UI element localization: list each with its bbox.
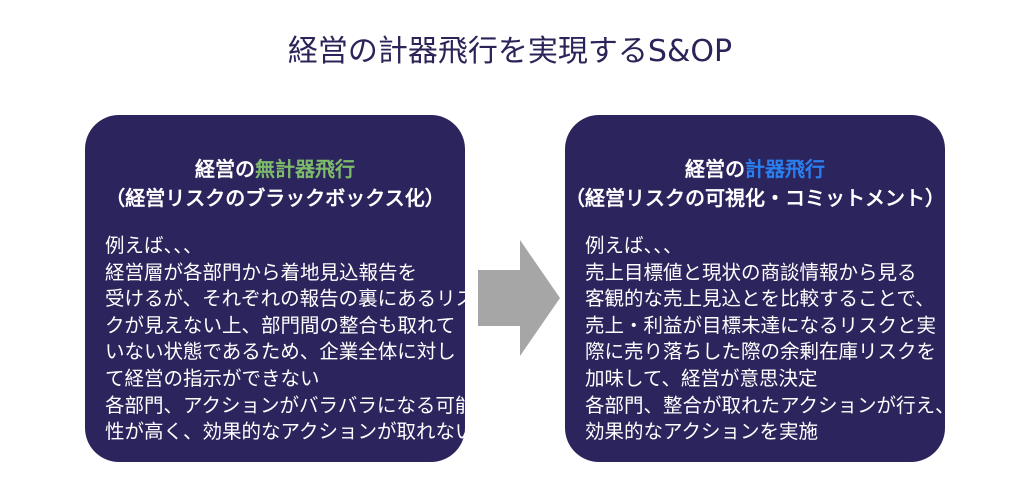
body-line: 際に売り落ちした際の余剰在庫リスクを [585,340,937,364]
heading-highlight: 計器飛行 [745,157,825,181]
body-line: 例えば、、、 [585,234,683,257]
instrument-flight-box: 経営の計器飛行 （経営リスクの可視化・コミットメント） 例えば、、、 売上目標値… [565,115,955,462]
body-line: 経営層が各部門から着地見込報告を [105,260,418,284]
body-line: 売上・利益が目標未達になるリスクと実 [585,313,937,337]
body-line: いない状態であるため、企業全体に対し [105,340,456,364]
body-line: て経営の指示ができない [105,366,320,390]
box-body: 例えば、、、 売上目標値と現状の商談情報から見る 客観的な売上見込とを比較するこ… [585,233,955,446]
slide-title: 経営の計器飛行を実現するS&OP [287,34,733,69]
body-line: 売上目標値と現状の商談情報から見る [585,260,917,284]
heading-prefix: 経営の [685,157,745,181]
body-line: 効果的なアクションを実施 [585,420,819,444]
body-line: 受けるが、それぞれの報告の裏にあるリス [105,287,476,311]
box-subheading: （経営リスクのブラックボックス化） [105,186,445,210]
heading-prefix: 経営の [195,157,255,181]
body-line: 性が高く、効果的なアクションが取れない [105,420,475,444]
box-subheading: （経営リスクの可視化・コミットメント） [565,186,945,210]
body-line: 加味して、経営が意思決定 [585,366,818,390]
body-line: 各部門、整合が取れたアクションが行え、 [585,393,955,417]
heading-highlight: 無計器飛行 [255,157,355,181]
right-arrow-icon [478,240,560,356]
box-heading: 経営の無計器飛行 （経営リスクのブラックボックス化） [85,155,465,213]
body-line: クが見えない上、部門間の整合も取れて [105,313,456,337]
box-heading: 経営の計器飛行 （経営リスクの可視化・コミットメント） [565,155,945,213]
box-body: 例えば、、、 経営層が各部門から着地見込報告を 受けるが、それぞれの報告の裏にあ… [105,233,476,446]
body-line: 客観的な売上見込とを比較することで、 [585,287,935,311]
body-line: 例えば、、、 [105,234,203,257]
no-instrument-flight-box: 経営の無計器飛行 （経営リスクのブラックボックス化） 例えば、、、 経営層が各部… [85,115,476,462]
body-line: 各部門、アクションがバラバラになる可能 [105,393,475,417]
